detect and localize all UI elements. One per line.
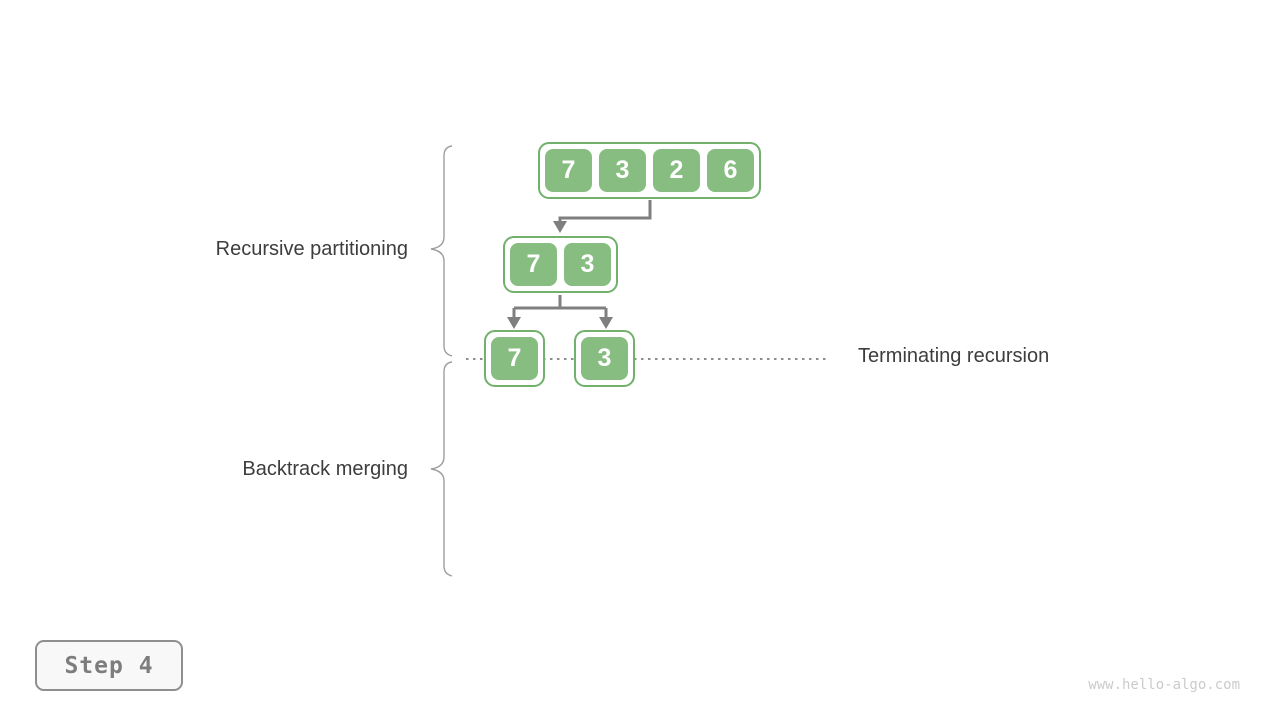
array-cell: 7 <box>510 243 557 286</box>
arrowhead-level3-right <box>599 317 613 329</box>
array-cell: 7 <box>545 149 592 192</box>
array-box-level1: 7 3 2 6 <box>538 142 761 199</box>
array-cell: 3 <box>581 337 628 380</box>
brace-recursive-partitioning <box>430 145 453 357</box>
array-box-level2: 7 3 <box>503 236 618 293</box>
connector-level2-to-level3 <box>512 295 608 319</box>
arrowhead-level2 <box>553 221 567 233</box>
array-cell: 7 <box>491 337 538 380</box>
arrowhead-level3-left <box>507 317 521 329</box>
label-backtrack-merging: Backtrack merging <box>242 458 408 480</box>
connector-level1-to-level2 <box>558 200 652 222</box>
array-cell: 3 <box>564 243 611 286</box>
brace-backtrack-merging <box>430 361 453 577</box>
label-terminating-recursion: Terminating recursion <box>858 345 1050 367</box>
array-cell: 3 <box>599 149 646 192</box>
array-box-level3-right: 3 <box>574 330 635 387</box>
label-recursive-partitioning: Recursive partitioning <box>215 238 408 260</box>
watermark: www.hello-algo.com <box>1088 677 1240 693</box>
array-cell: 6 <box>707 149 754 192</box>
array-cell: 2 <box>653 149 700 192</box>
step-badge[interactable]: Step 4 <box>35 640 183 691</box>
array-box-level3-left: 7 <box>484 330 545 387</box>
